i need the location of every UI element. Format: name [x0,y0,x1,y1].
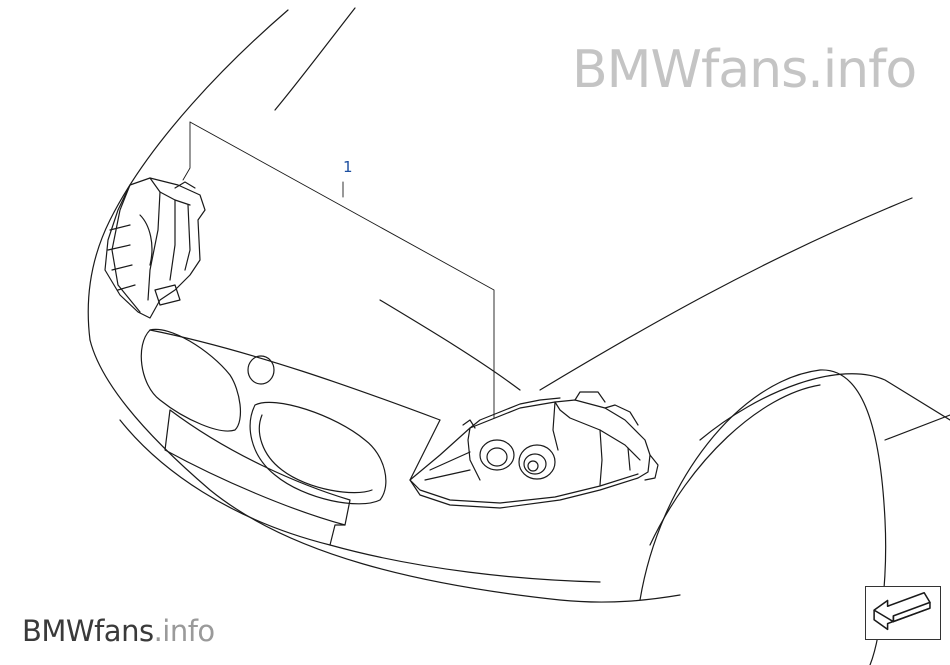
license-plate-area [164,409,351,526]
return-arrow-icon [873,592,931,631]
car-body-outline [87,7,913,603]
left-headlight [104,177,206,319]
kidney-grilles [140,328,387,505]
bumper-details [329,419,441,546]
return-button[interactable] [865,586,941,640]
bmw-roundel [247,355,275,385]
watermark-bottom: BMWfans.info [22,614,215,648]
watermark-top-suffix: .info [807,40,917,100]
watermark-top-brand: BMWfans [572,40,808,100]
leader-lines [182,121,495,419]
watermark-top: BMWfans.info [572,40,917,100]
watermark-bottom-brand: BMWfans [22,614,154,648]
part-number-label[interactable]: 1 [343,158,353,176]
watermark-bottom-suffix: .info [153,614,216,648]
right-headlight [409,391,659,509]
